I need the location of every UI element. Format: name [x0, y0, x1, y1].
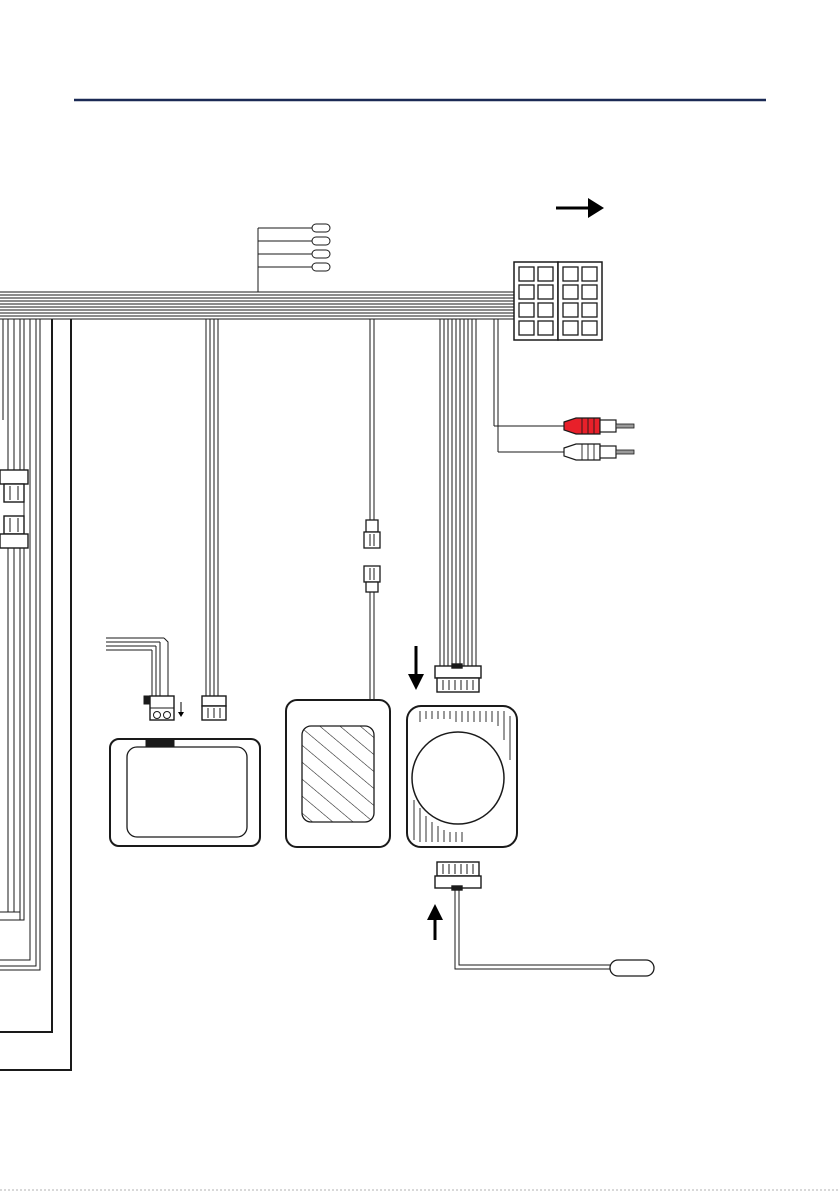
side-plug: [106, 638, 174, 720]
screen-module: [110, 739, 260, 846]
speaker-module: [407, 706, 517, 847]
antenna-connector-pair: [364, 520, 380, 592]
remote-sensor-lead: [455, 890, 654, 976]
terminal-4: [312, 263, 330, 271]
arrow-down-icon: [408, 646, 424, 690]
screen-connector: [202, 696, 226, 720]
speaker-connector: [435, 664, 481, 692]
antenna-module: [286, 700, 390, 847]
terminal-2: [312, 237, 330, 245]
screen-wiring: [206, 319, 218, 696]
rca-plug-white: [564, 444, 634, 460]
terminal-1: [312, 224, 330, 232]
left-vertical-wires: [0, 319, 71, 1070]
speaker-wiring: [440, 319, 476, 666]
arrow-up-icon: [427, 904, 443, 940]
iso-connector-block: [514, 262, 602, 340]
arrow-right-icon: [556, 198, 604, 218]
small-arrow-down-icon: [178, 702, 184, 717]
terminal-3: [312, 250, 330, 258]
top-branch-wires: [258, 224, 330, 292]
antenna-wiring: [370, 319, 374, 700]
remote-sensor-connector: [435, 862, 481, 890]
rca-plug-red: [564, 418, 634, 434]
wiring-harness-bundle: [0, 292, 516, 319]
